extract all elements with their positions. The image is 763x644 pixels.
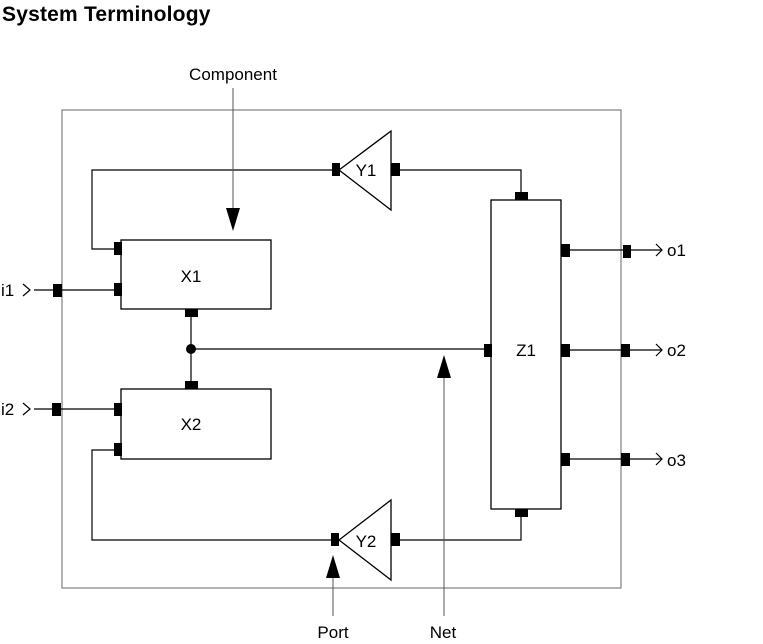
- port-boundary-i1[interactable]: [53, 284, 62, 297]
- callout-component-label: Component: [189, 65, 277, 84]
- output-label-o1: o1: [667, 241, 686, 260]
- port-z1-out-o3[interactable]: [561, 453, 570, 466]
- component-x1[interactable]: [120, 239, 272, 310]
- component-x2-label: X2: [181, 415, 202, 434]
- output-label-o3: o3: [667, 451, 686, 470]
- port-x1-in-i1[interactable]: [114, 283, 122, 296]
- net-y2-to-z1: [396, 515, 522, 541]
- input-label-i1: i1: [1, 281, 14, 300]
- page-title: System Terminology: [2, 3, 211, 26]
- port-z1-out-o2[interactable]: [561, 344, 570, 357]
- net-y1-to-z1: [396, 169, 522, 195]
- component-z1-label: Z1: [516, 341, 536, 360]
- port-z1-top[interactable]: [515, 192, 528, 200]
- port-y2-in[interactable]: [331, 533, 339, 546]
- port-x2-in-top[interactable]: [185, 381, 198, 389]
- output-chevron-o3-icon: [655, 452, 663, 466]
- net-junction-dot: [186, 344, 196, 354]
- callout-net-arrow-icon: [437, 355, 451, 378]
- input-chevron-i2-icon: [22, 402, 31, 416]
- port-y2-out[interactable]: [391, 533, 400, 546]
- net-x2-to-y2: [91, 449, 335, 541]
- port-z1-bottom[interactable]: [515, 509, 528, 517]
- component-y2-label: Y2: [356, 532, 377, 551]
- callout-component-arrow-icon: [226, 208, 240, 231]
- callout-port-label: Port: [317, 623, 348, 642]
- output-label-o2: o2: [667, 341, 686, 360]
- input-chevron-i1-icon: [22, 283, 31, 297]
- component-y1-label: Y1: [356, 161, 377, 180]
- port-z1-out-o1[interactable]: [561, 244, 570, 257]
- port-y1-out[interactable]: [391, 163, 400, 176]
- net-y1-to-x1: [91, 169, 335, 250]
- input-label-i2: i2: [1, 400, 14, 419]
- callout-port-arrow-icon: [326, 555, 340, 578]
- output-chevron-o1-icon: [655, 243, 663, 257]
- port-boundary-o1[interactable]: [623, 245, 631, 258]
- port-x1-in-top[interactable]: [114, 242, 122, 255]
- port-x2-out-left[interactable]: [114, 443, 122, 456]
- port-boundary-i2[interactable]: [52, 403, 61, 416]
- port-x1-out-bottom[interactable]: [185, 309, 198, 317]
- component-x2[interactable]: [120, 388, 272, 460]
- output-chevron-o2-icon: [655, 343, 663, 357]
- port-y1-in[interactable]: [332, 163, 340, 176]
- port-x2-in-i2[interactable]: [114, 403, 122, 416]
- port-boundary-o2[interactable]: [621, 344, 630, 357]
- port-boundary-o3[interactable]: [621, 453, 630, 466]
- component-x1-label: X1: [181, 267, 202, 286]
- port-z1-in-left[interactable]: [484, 344, 492, 357]
- callout-net-label: Net: [430, 623, 457, 642]
